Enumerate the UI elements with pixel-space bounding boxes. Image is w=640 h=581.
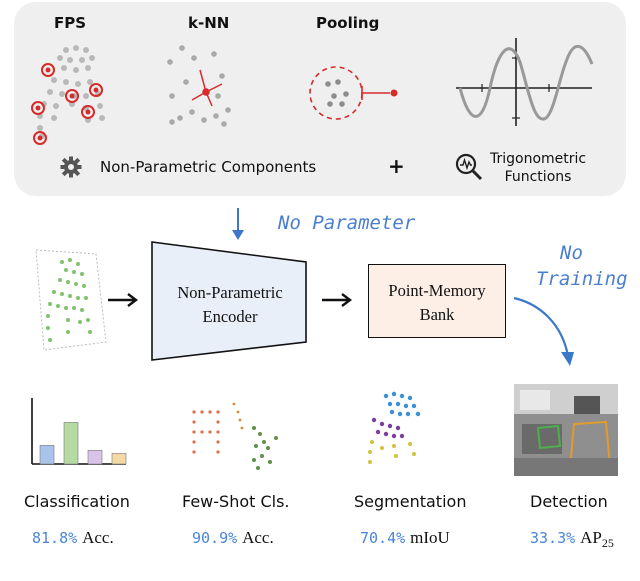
metric-unit: Acc.: [82, 528, 114, 547]
components-panel: [14, 2, 626, 196]
segmentation-pointcloud: [368, 391, 421, 464]
fps-title: FPS: [54, 14, 87, 32]
gear-icon: [60, 156, 82, 178]
input-chair-pointcloud: [35, 249, 107, 351]
metric-value: 81.8%: [32, 529, 78, 547]
metric-classification: 81.8% Acc.: [32, 528, 114, 548]
memory-line1: Point-Memory: [388, 281, 486, 300]
training-annotation: Training: [536, 268, 628, 290]
arrow-to-encoder-icon: [108, 293, 138, 307]
metric-unit: mIoU: [410, 528, 450, 547]
task-name-few-shot: Few-Shot Cls.: [182, 492, 290, 511]
pooling-icon: [309, 66, 398, 120]
task-name-segmentation: Segmentation: [354, 492, 467, 511]
nonparametric-components-label: Non-Parametric Components: [100, 158, 317, 176]
knn-title: k-NN: [188, 14, 230, 32]
down-arrow-icon: [232, 208, 244, 240]
encoder-line1: Non-Parametric: [177, 283, 283, 302]
encoder-line2: Encoder: [202, 307, 258, 326]
classification-bar-chart: [31, 398, 127, 465]
knn-icon: [167, 45, 231, 127]
metric-few-shot: 90.9% Acc.: [192, 528, 274, 548]
encoder-label: Non-Parametric Encoder: [150, 281, 310, 329]
curved-arrow-icon: [513, 296, 574, 366]
task-name-detection: Detection: [530, 492, 608, 511]
bar-0: [39, 445, 55, 465]
arrow-to-memory-icon: [322, 293, 352, 307]
detection-scene: [514, 384, 618, 476]
task-name-classification: Classification: [24, 492, 130, 511]
bar-3: [111, 453, 127, 465]
metric-detection: 33.3% AP25: [530, 528, 614, 551]
metric-unit: Acc.: [242, 528, 274, 547]
plus-sign: +: [388, 154, 405, 178]
few-shot-pointcloud: [192, 402, 278, 470]
pooling-title: Pooling: [316, 14, 380, 32]
encoder-block: [151, 241, 307, 361]
metric-unit: AP: [580, 528, 602, 547]
metric-segmentation: 70.4% mIoU: [360, 528, 450, 548]
bar-1: [63, 422, 79, 465]
trig-line2: Functions: [504, 169, 572, 185]
metric-unit-sub: 25: [601, 536, 614, 551]
bar-2: [87, 450, 103, 465]
magnifier-wave-icon: [455, 153, 483, 181]
memory-bank-label: Point-Memory Bank: [368, 279, 506, 327]
metric-value: 90.9%: [192, 529, 238, 547]
metric-value: 33.3%: [530, 529, 576, 547]
trig-functions-label: Trigonometric Functions: [490, 150, 586, 186]
metric-value: 70.4%: [360, 529, 406, 547]
no-annotation: No: [560, 242, 583, 264]
fps-chair-icon: [31, 45, 105, 145]
no-parameter-annotation: No Parameter: [278, 212, 416, 234]
memory-bank-block: [368, 264, 506, 338]
trig-wave-icon: [456, 38, 594, 126]
trig-line1: Trigonometric: [490, 151, 587, 167]
memory-line2: Bank: [419, 305, 455, 324]
